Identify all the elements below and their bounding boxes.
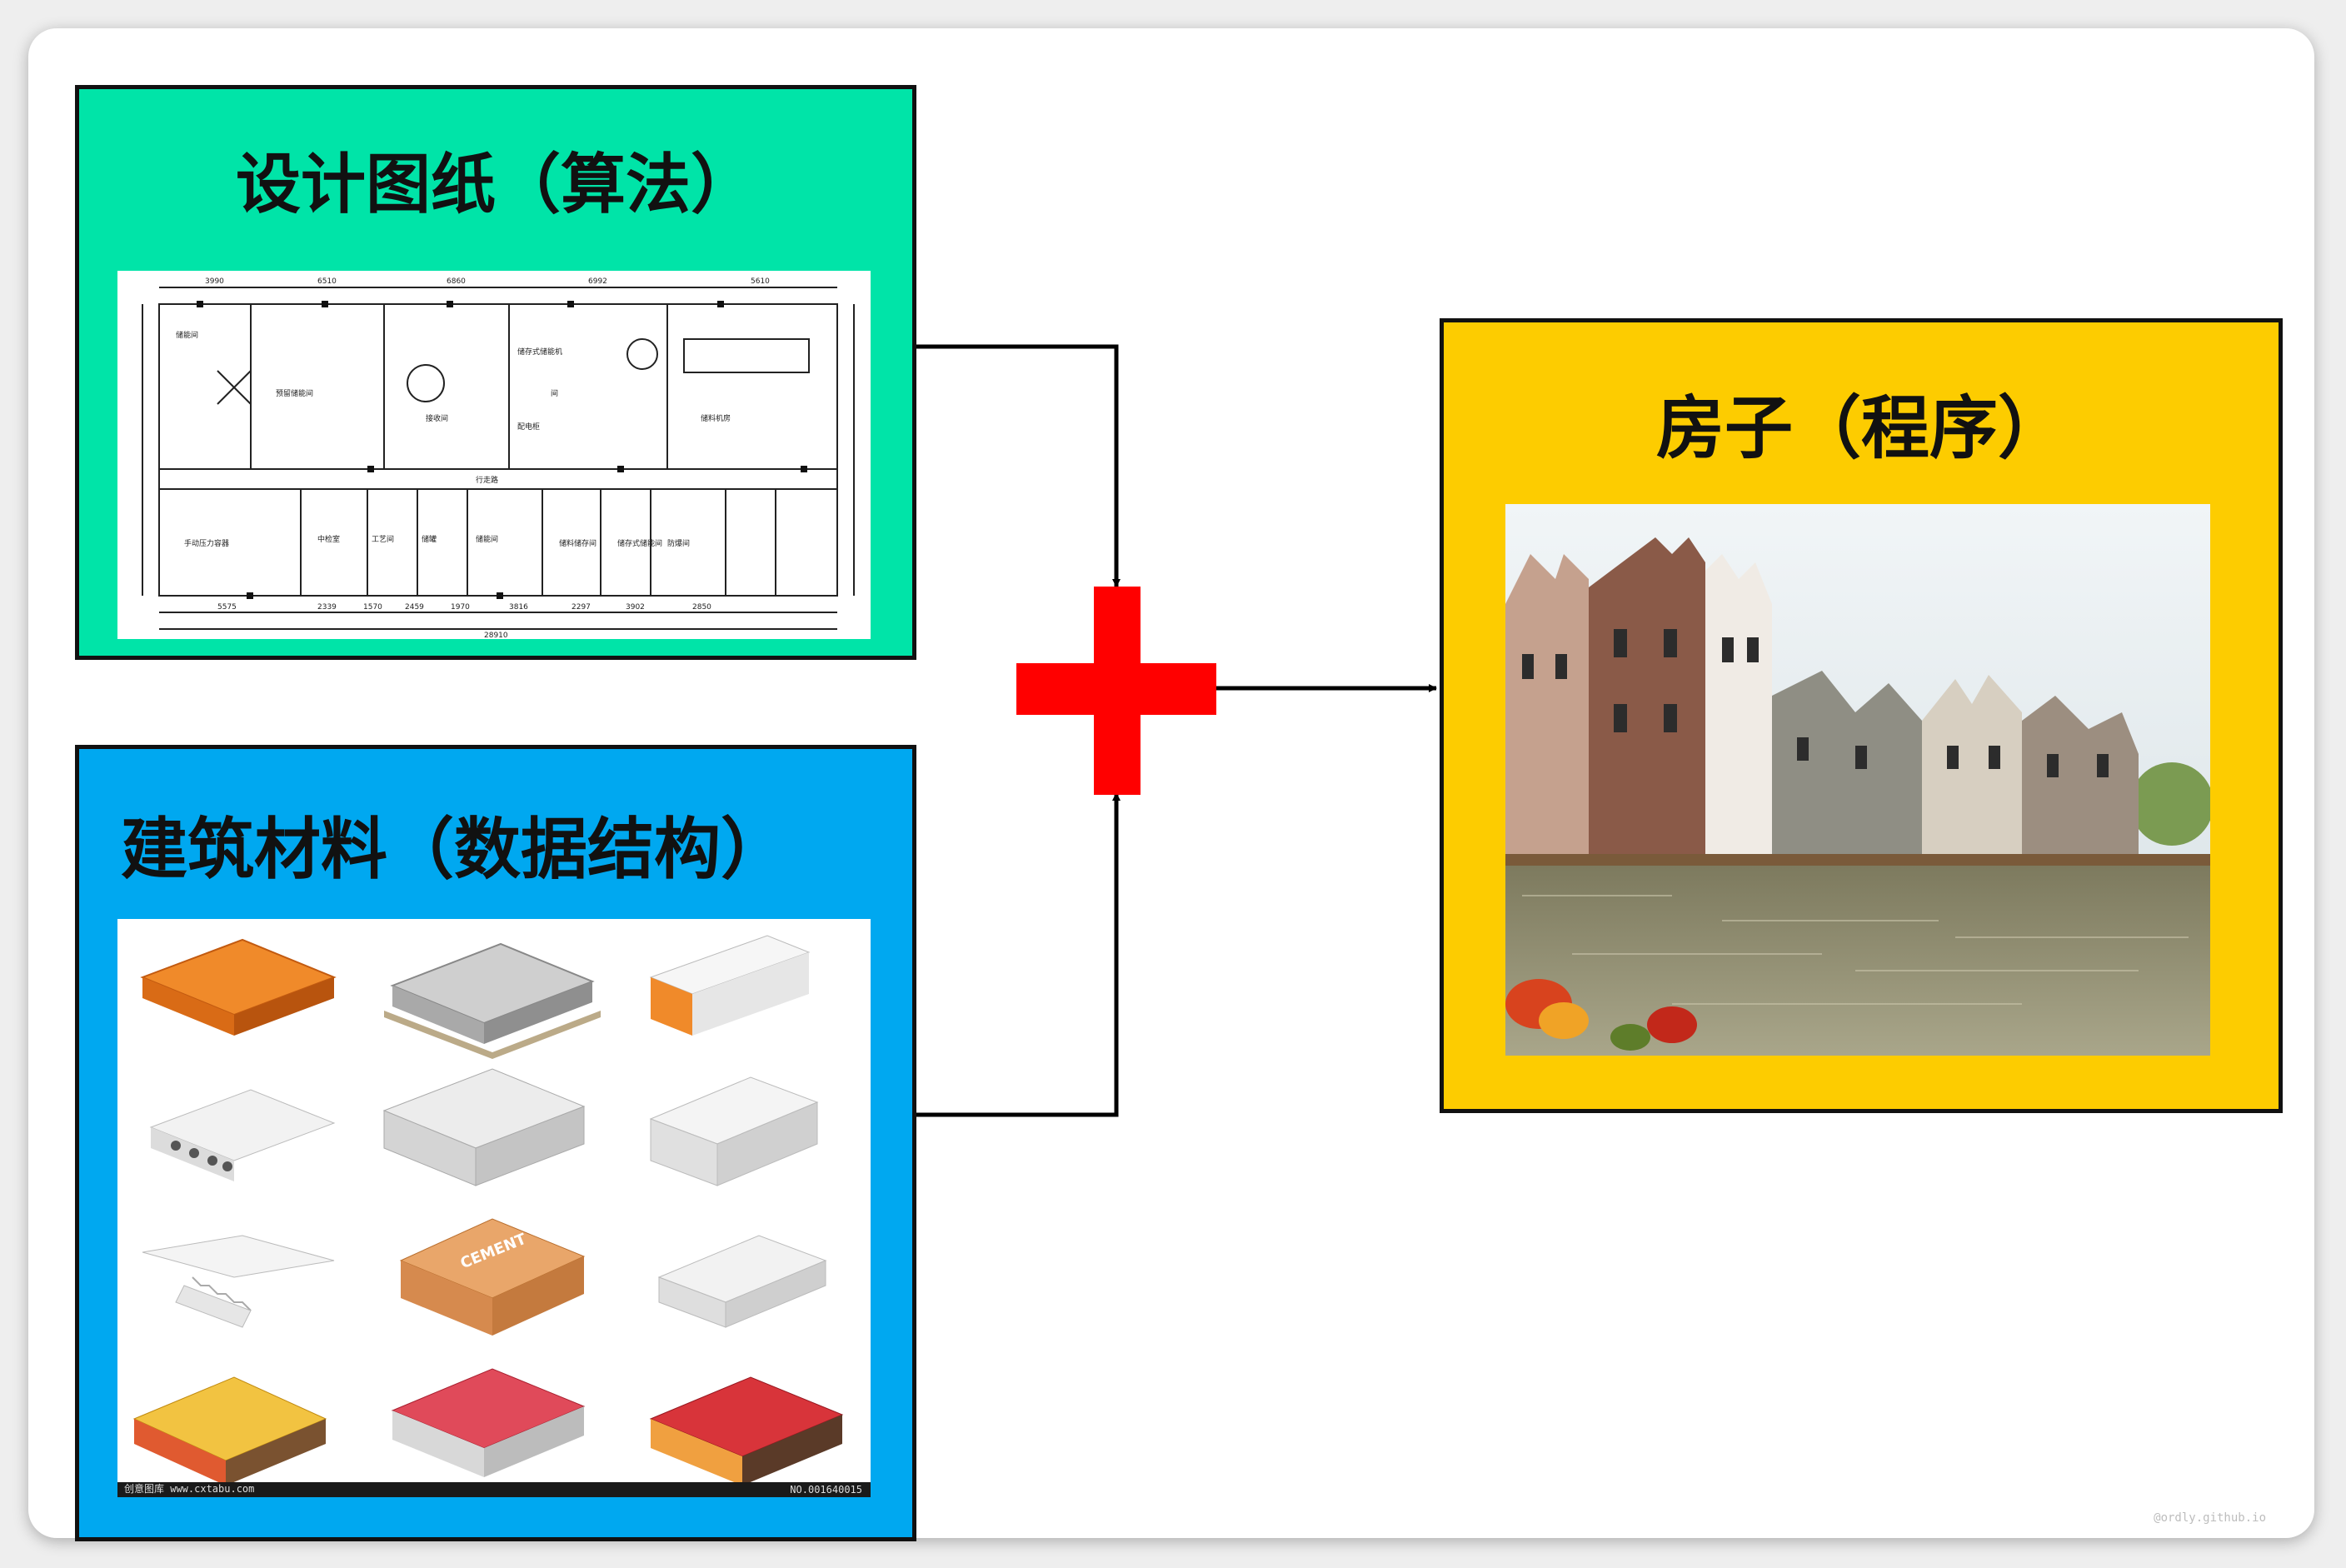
concrete-beams-icon [657, 1235, 827, 1328]
materials-watermark-left: 创意图库 www.cxtabu.com [124, 1483, 255, 1495]
concrete-blocks-icon [649, 1076, 819, 1186]
hollow-slab-icon [149, 1089, 336, 1181]
connectors [916, 344, 1437, 1117]
room-label: 储能间 [176, 330, 198, 340]
dimension-overall: 28910 [484, 632, 508, 639]
materials-image: CEMENT [117, 919, 871, 1497]
red-tile-sheets-icon [649, 1376, 844, 1486]
arrow-from-design [916, 344, 1121, 587]
brick-stack-icon [140, 938, 337, 1036]
room-label: 工艺间 [372, 534, 394, 544]
house-panel: 房子（程序） [1440, 318, 2283, 1113]
dimension-bottom: 2339 [317, 603, 337, 612]
room-label: 储料储存间 [559, 538, 596, 548]
room-label: 储罐 [422, 534, 437, 544]
red-roof-sheets-icon [391, 1368, 586, 1477]
room-label: 配电柜 [517, 422, 540, 432]
dimension-top: 6992 [588, 277, 607, 286]
materials-title: 建筑材料（数据结构） [121, 811, 787, 888]
stairs-icon [142, 1235, 335, 1328]
dimension-top: 6510 [317, 277, 337, 286]
room-label: 预留储能间 [276, 388, 313, 398]
footer-watermark: @ordly.github.io [2154, 1511, 2266, 1525]
house-drawing [1505, 504, 2210, 1056]
room-label: 手动压力容器 [184, 538, 229, 548]
dimension-bottom: 5575 [217, 603, 237, 612]
cement-bags-icon: CEMENT [399, 1218, 586, 1336]
dimension-top: 3990 [205, 277, 224, 286]
arrow-from-materials [916, 792, 1121, 1117]
room-label: 储料机房 [701, 413, 731, 423]
room-label: 储存式储能间 [617, 538, 662, 548]
room-label: 接收间 [426, 413, 448, 423]
dimension-bottom: 3902 [626, 603, 645, 612]
design-panel: 设计图纸（算法） [75, 85, 916, 660]
dimension-bottom: 1970 [451, 603, 470, 612]
room-label: 储能间 [476, 534, 498, 544]
plus-icon [1016, 587, 1216, 795]
precast-panels-icon [382, 1068, 586, 1186]
diagram-card: 设计图纸（算法） [28, 28, 2314, 1541]
room-label: 行走路 [476, 475, 498, 485]
house-photo [1505, 504, 2210, 1056]
dimension-bottom: 1570 [363, 603, 382, 612]
materials-drawing: CEMENT [117, 935, 871, 1497]
yellow-roof-sheets-icon [132, 1376, 327, 1486]
brick-wall-icon [649, 935, 811, 1036]
materials-watermark-right: NO.001640015 [790, 1484, 862, 1496]
dimension-bottom: 2850 [692, 603, 711, 612]
floorplan-image: 3990 6510 6860 6992 5610 5575 2339 1570 2459 1970… [117, 271, 871, 639]
house-title: 房子（程序） [1655, 389, 2066, 468]
floorplan-drawing: 3990 6510 6860 6992 5610 5575 2339 1570 2459 1970… [142, 277, 855, 639]
materials-panel: 建筑材料（数据结构） [75, 745, 916, 1541]
room-label: 间 [551, 388, 558, 398]
design-title: 设计图纸（算法） [235, 147, 756, 222]
dimension-top: 6860 [447, 277, 466, 286]
dimension-bottom: 3816 [509, 603, 528, 612]
block-stack-icon [384, 942, 601, 1059]
dimension-top: 5610 [751, 277, 770, 286]
dimension-bottom: 2297 [572, 603, 591, 612]
room-label: 防爆间 [667, 538, 690, 548]
room-label: 中检室 [317, 534, 340, 544]
room-label: 储存式储能机 [517, 347, 562, 357]
dimension-bottom: 2459 [405, 603, 424, 612]
